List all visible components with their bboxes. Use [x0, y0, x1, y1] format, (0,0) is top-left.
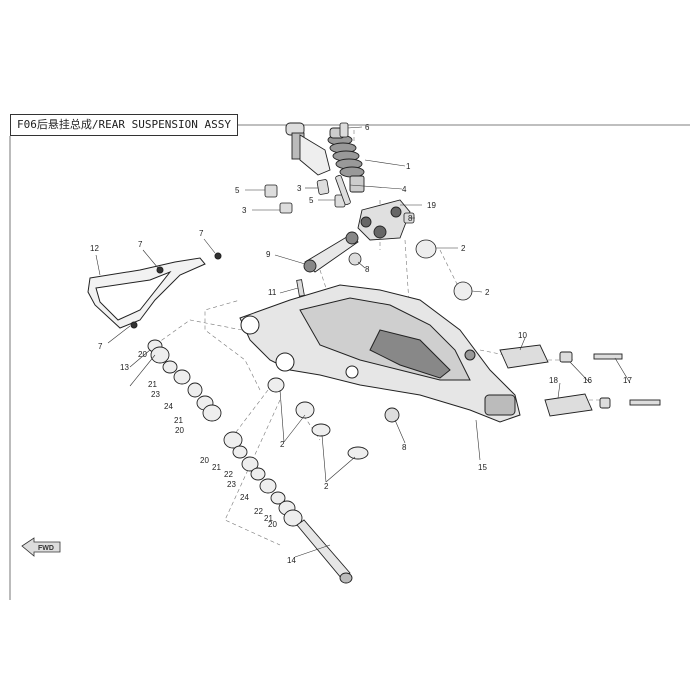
- callout-24-a: 24: [164, 402, 173, 411]
- callout-4: 4: [402, 185, 407, 194]
- callout-18: 18: [549, 376, 558, 385]
- callout-6: 6: [365, 123, 370, 132]
- rocker-arm: [357, 199, 411, 241]
- callout-7-c: 7: [98, 342, 103, 351]
- callout-13: 13: [120, 363, 129, 372]
- callout-24-b: 24: [240, 493, 249, 502]
- callout-17: 17: [623, 376, 632, 385]
- callout-2-d: 2: [324, 482, 329, 491]
- callout-7-b: 7: [199, 229, 204, 238]
- callout-19: 19: [427, 201, 436, 210]
- callout-20-b: 20: [175, 426, 184, 435]
- callout-8-a: 8: [408, 214, 413, 223]
- diagram-frame: [9, 124, 690, 600]
- leader-lines: [95, 126, 631, 558]
- callout-23-a: 23: [151, 390, 160, 399]
- swing-arm: [239, 284, 521, 423]
- diagram-title: F06后悬挂总成/REAR SUSPENSION ASSY: [10, 114, 238, 136]
- pivot-shaft: [296, 519, 353, 584]
- swing-arm-bushings: [267, 377, 400, 460]
- callout-21-b: 21: [174, 416, 183, 425]
- callout-2-b: 2: [485, 288, 490, 297]
- callout-7-a: 7: [138, 240, 143, 249]
- callout-21-a: 21: [148, 380, 157, 389]
- forward-direction-arrow: FWD: [21, 537, 61, 557]
- callout-22-b: 22: [254, 507, 263, 516]
- callout-14: 14: [287, 556, 296, 565]
- callout-21-d: 21: [264, 514, 273, 523]
- callout-21-c: 21: [212, 463, 221, 472]
- chain-guide: [87, 252, 222, 329]
- bushing-stack-upper: [147, 339, 222, 422]
- callout-22-a: 22: [224, 470, 233, 479]
- fasteners-top: [264, 122, 473, 301]
- callout-15: 15: [478, 463, 487, 472]
- callout-10: 10: [518, 331, 527, 340]
- callout-2-a: 2: [461, 244, 466, 253]
- callout-16: 16: [583, 376, 592, 385]
- callout-8-b: 8: [365, 265, 370, 274]
- callout-20-a: 20: [138, 350, 147, 359]
- callout-20-d: 20: [268, 520, 277, 529]
- callout-8-c: 8: [402, 443, 407, 452]
- link-rod: [303, 231, 359, 273]
- fwd-label: FWD: [38, 545, 54, 552]
- chain-adjusters: [499, 344, 661, 417]
- callout-labels: 1 2 2 2 2 3 3 4 5 5 6 7 7 7 8 8 8 9 10 1…: [90, 123, 632, 565]
- callout-3-a: 3: [242, 206, 247, 215]
- callout-11: 11: [268, 288, 277, 297]
- bushing-stack-lower: [223, 431, 303, 527]
- callout-9: 9: [266, 250, 271, 259]
- callout-1: 1: [406, 162, 411, 171]
- callout-5-a: 5: [235, 186, 240, 195]
- callout-2-c: 2: [280, 440, 285, 449]
- callout-5-b: 5: [309, 196, 314, 205]
- callout-3-b: 3: [297, 184, 302, 193]
- callout-20-c: 20: [200, 456, 209, 465]
- callout-12: 12: [90, 244, 99, 253]
- callout-23-b: 23: [227, 480, 236, 489]
